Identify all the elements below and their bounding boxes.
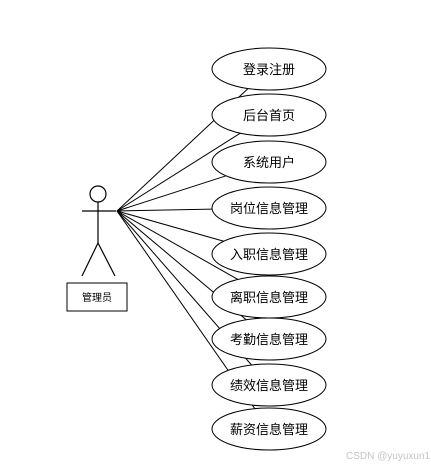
use-cases: 登录注册 后台首页 系统用户 岗位信息管理 入职信息管理 离职信息管理 考勤信息… [211, 47, 327, 451]
actor-label: 管理员 [82, 291, 112, 304]
actor-figure [81, 185, 116, 277]
association-line [116, 210, 224, 242]
use-case-system-users: 系统用户 [211, 140, 327, 184]
use-case-admin-home: 后台首页 [211, 93, 327, 137]
use-case-salary-info: 薪资信息管理 [211, 407, 327, 451]
use-case-resignation-info: 离职信息管理 [211, 275, 327, 319]
actor-head [89, 185, 107, 203]
use-case-label: 考勤信息管理 [230, 332, 308, 348]
use-case-login-register: 登录注册 [211, 47, 327, 91]
watermark-text: CSDN @yuyuxun1 [346, 451, 431, 462]
use-case-label: 入职信息管理 [230, 247, 308, 263]
actor-right-leg [97, 242, 116, 277]
use-case-label: 系统用户 [243, 155, 295, 171]
use-case-performance-info: 绩效信息管理 [211, 363, 327, 407]
actor-left-leg [81, 242, 99, 277]
association-line [116, 208, 213, 212]
use-case-attendance-info: 考勤信息管理 [211, 317, 327, 361]
actor-label-box: 管理员 [66, 282, 128, 312]
association-line [116, 210, 239, 280]
association-line [116, 132, 241, 212]
use-case-label: 绩效信息管理 [230, 378, 308, 394]
use-case-label: 薪资信息管理 [230, 422, 308, 438]
actor-label-frame [66, 282, 128, 312]
use-case-label: 后台首页 [243, 109, 295, 124]
use-case-label: 登录注册 [243, 63, 295, 78]
use-case-onboarding-info: 入职信息管理 [211, 232, 327, 276]
use-case-position-info: 岗位信息管理 [211, 186, 327, 230]
association-line [116, 175, 227, 212]
use-case-label: 离职信息管理 [230, 290, 308, 306]
use-case-label: 岗位信息管理 [230, 201, 308, 217]
